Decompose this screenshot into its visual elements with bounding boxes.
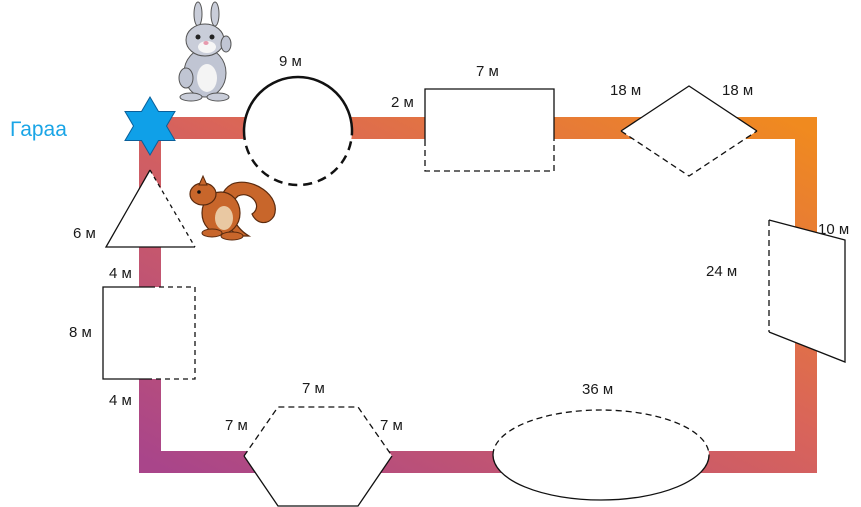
rectangle-shape xyxy=(424,88,555,172)
squirrel-icon xyxy=(189,174,276,241)
square-bottom-label: 4 м xyxy=(109,392,132,409)
rhombus-left-label: 18 м xyxy=(610,82,641,99)
parallelogram-side-label: 10 м xyxy=(818,221,849,238)
hexagon-shape xyxy=(243,406,393,507)
star-icon xyxy=(124,96,176,156)
hexagon-left-label: 7 м xyxy=(225,417,248,434)
hexagon-top-label: 7 м xyxy=(302,380,325,397)
triangle-length-label: 6 м xyxy=(73,225,96,242)
ellipse-length-label: 36 м xyxy=(582,381,613,398)
hexagon-right-label: 7 м xyxy=(380,417,403,434)
triangle-shape xyxy=(104,169,196,248)
parallelogram-base-label: 24 м xyxy=(706,263,737,280)
gap-length-label: 2 м xyxy=(391,94,414,111)
rabbit-icon xyxy=(178,1,232,102)
race-track xyxy=(139,117,817,473)
square-top-label: 4 м xyxy=(109,265,132,282)
rhombus-shape xyxy=(620,85,758,177)
garage-label: Гараа xyxy=(10,118,67,141)
square-shape xyxy=(102,286,196,380)
ellipse-shape xyxy=(492,409,710,501)
circle-length-label: 9 м xyxy=(279,53,302,70)
square-side-label: 8 м xyxy=(69,324,92,341)
parallelogram-shape xyxy=(768,219,846,363)
rhombus-right-label: 18 м xyxy=(722,82,753,99)
circle-shape xyxy=(242,75,354,187)
rectangle-length-label: 7 м xyxy=(476,63,499,80)
